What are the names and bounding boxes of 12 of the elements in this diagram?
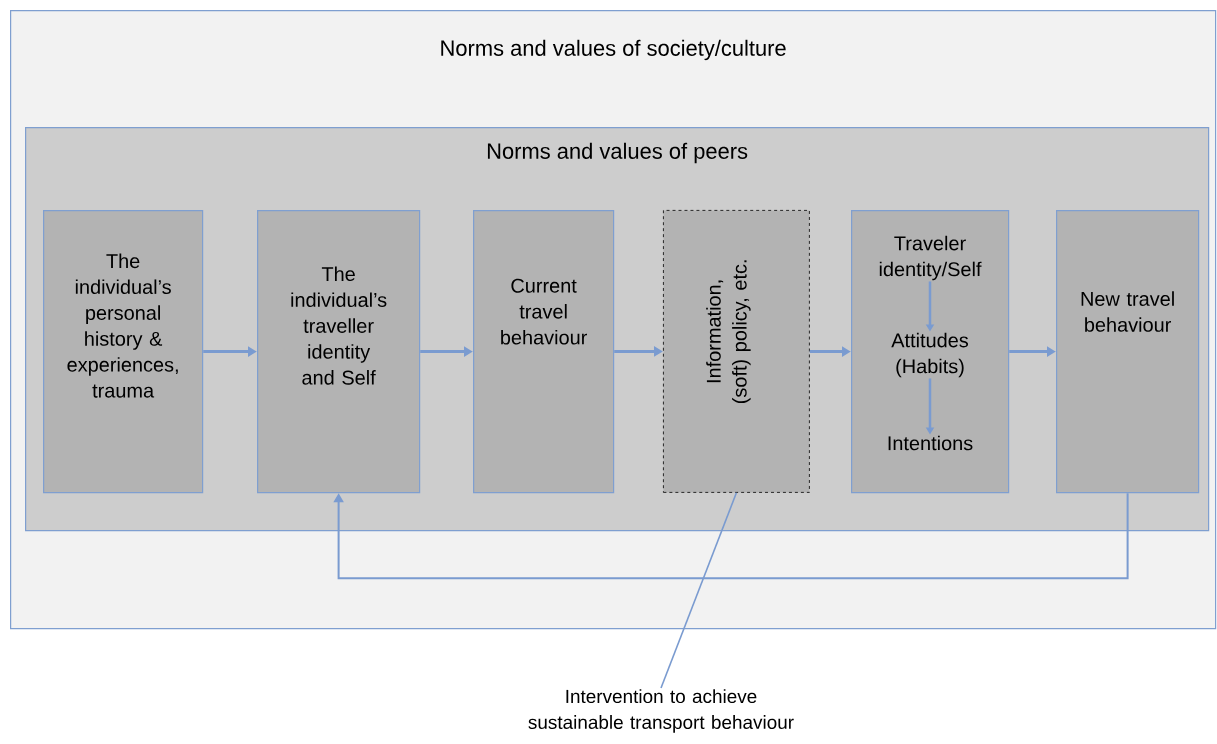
caption-text: Intervention to achieve sustainable transport behaviour bbox=[528, 689, 794, 733]
dashed-box: Information, (soft) policy, etc. bbox=[663, 210, 810, 493]
stage-text: Attitudes (Habits) bbox=[891, 332, 969, 378]
process-box: The individual’s personal history & experiences, trauma bbox=[43, 210, 204, 494]
process-box bbox=[851, 210, 1010, 494]
process-box: The individual’s traveller identity and Self bbox=[257, 210, 421, 494]
process-box: New travel behaviour bbox=[1056, 210, 1200, 494]
stage-text: Traveler identity/Self bbox=[879, 235, 982, 281]
stage-text: Intentions bbox=[888, 435, 973, 451]
leader-line bbox=[660, 492, 738, 689]
process-box: Current travel behaviour bbox=[473, 210, 615, 494]
feedback-arrow bbox=[333, 492, 1129, 580]
